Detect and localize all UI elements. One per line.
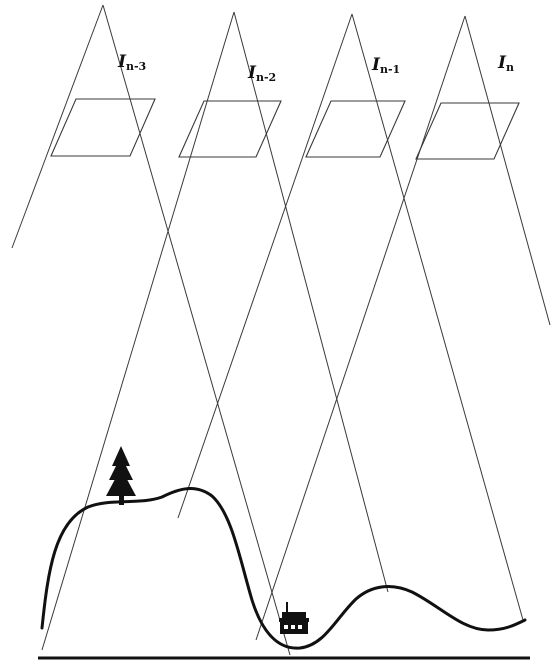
image-frame-n-3: [51, 99, 155, 156]
camera-view-n-2: [42, 12, 388, 650]
image-label-n: In: [497, 53, 514, 74]
view-ray: [178, 14, 352, 518]
view-ray: [352, 14, 523, 620]
image-label-n-1: In-1: [371, 55, 400, 76]
view-ray: [256, 16, 465, 640]
image-frame-n-2: [179, 101, 281, 157]
view-ray: [42, 12, 234, 650]
image-label-n-3: In-3: [117, 52, 146, 73]
house-icon: [279, 602, 309, 634]
view-ray: [12, 5, 103, 248]
view-ray: [103, 5, 290, 655]
image-frame-n: [416, 103, 519, 159]
view-ray: [234, 12, 388, 592]
camera-view-n: [256, 16, 550, 640]
image-label-n-2: In-2: [247, 63, 276, 84]
tree-icon: [106, 446, 136, 505]
